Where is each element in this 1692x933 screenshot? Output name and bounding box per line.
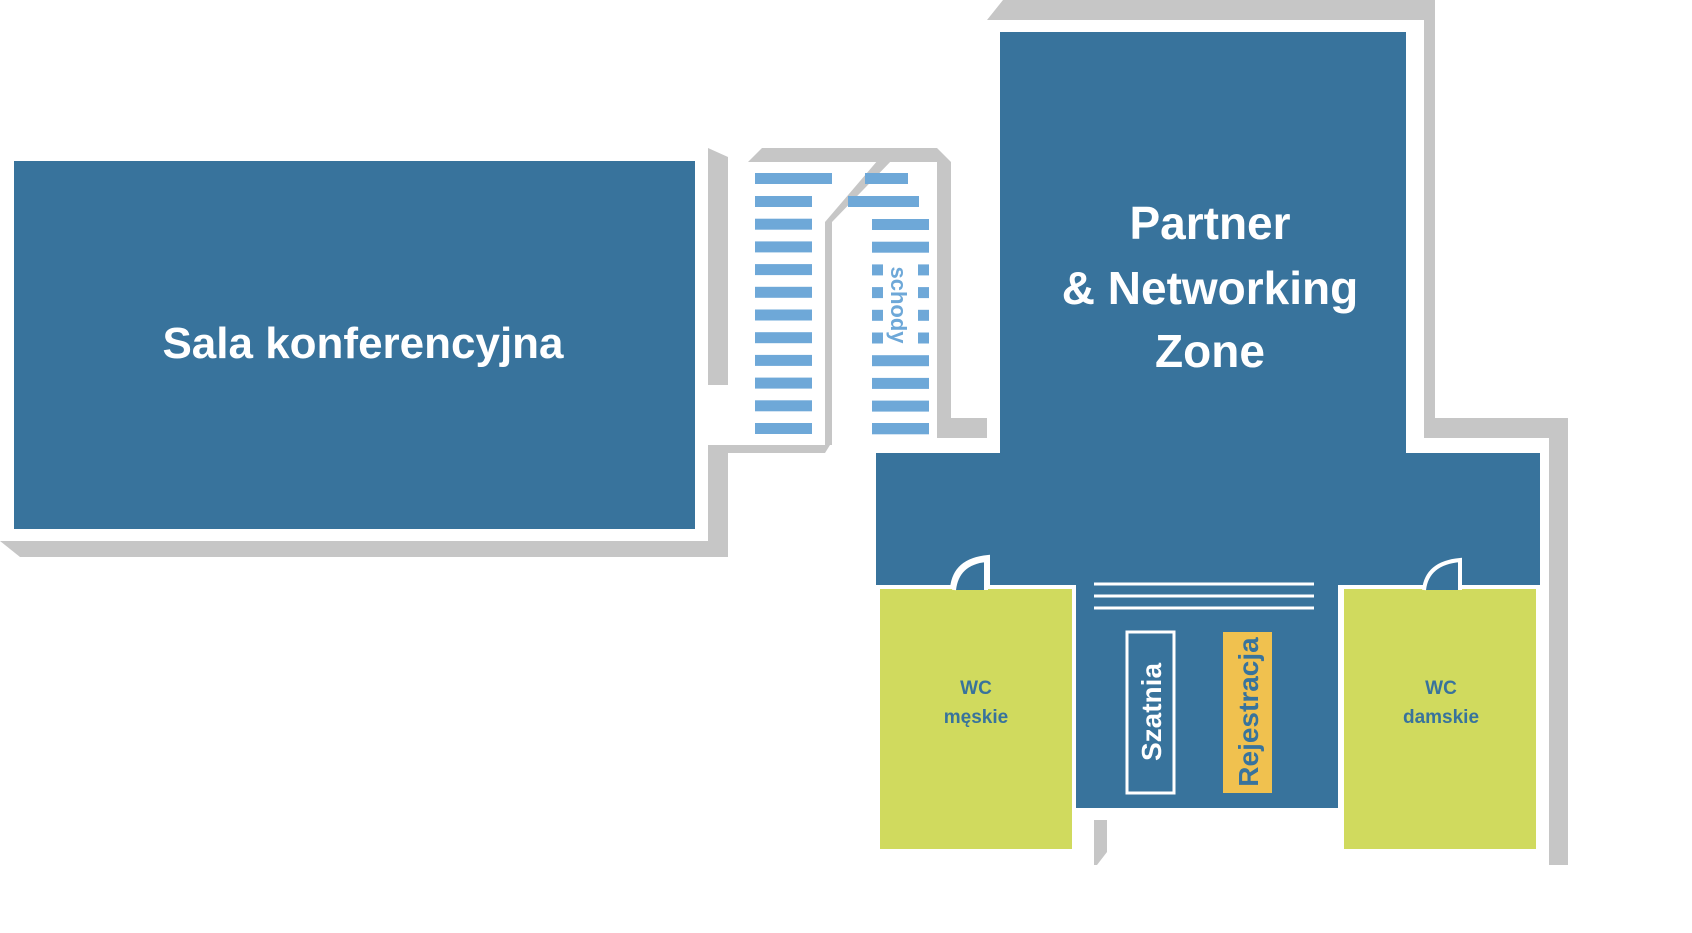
registration-label: Rejestracja [1233, 637, 1264, 787]
entrance-lines [1094, 582, 1314, 610]
wc-men-label-line2: męskie [944, 707, 1008, 728]
stair-tread [755, 309, 812, 321]
stair-tread [872, 332, 883, 344]
stair-tread [755, 423, 812, 434]
stair-tread [872, 264, 883, 276]
door-arc-wc-women [1422, 557, 1462, 591]
stair-tread [865, 173, 908, 184]
wc-women-label-line1: WC [1425, 678, 1457, 699]
partner-zone-label-line3: Zone [1155, 325, 1265, 377]
stair-tread [755, 354, 812, 366]
registration-desk[interactable] [1223, 632, 1272, 793]
stair-tread [755, 196, 812, 207]
stair-tread [872, 423, 929, 434]
stair-tread [755, 264, 812, 276]
stair-tread [872, 377, 929, 389]
partner-zone-label-line2: & Networking [1062, 262, 1358, 314]
stair-tread [872, 241, 929, 253]
wall-conference [0, 445, 830, 557]
room-partner-zone[interactable] [876, 32, 1540, 808]
wall-partner [987, 0, 1568, 865]
stair-tread [755, 241, 812, 253]
stair-tread [918, 309, 929, 321]
stair-tread [872, 309, 883, 321]
stairs-label: schody [886, 266, 911, 344]
walls [0, 0, 1568, 865]
stair-tread [872, 400, 929, 412]
stair-tread [872, 355, 929, 367]
stair-tread [755, 173, 832, 184]
stair-tread [755, 218, 812, 230]
stair-tread [918, 287, 929, 299]
partner-zone-label-line1: Partner [1129, 197, 1290, 249]
door-arc-wc-men [952, 557, 988, 591]
stair-tread [755, 286, 812, 298]
stair-tread [755, 400, 812, 412]
room-conference-label: Sala konferencyjna [162, 319, 564, 368]
stair-tread [848, 196, 919, 207]
room-wc-men[interactable] [876, 585, 1076, 853]
stair-tread [755, 332, 812, 344]
wall-pillar [708, 148, 728, 385]
wc-men-label-line1: WC [960, 678, 992, 699]
cloakroom[interactable] [1125, 630, 1176, 795]
wall-stairs-diagonal [825, 160, 892, 445]
stair-tread [918, 332, 929, 344]
stair-tread [872, 219, 929, 230]
stairs[interactable] [755, 173, 929, 435]
stair-tread [755, 377, 812, 389]
stair-tread [918, 264, 929, 276]
cloakroom-label: Szatnia [1136, 663, 1167, 761]
room-conference[interactable] [14, 161, 695, 529]
wall-stairs-top [748, 148, 987, 438]
stair-tread [872, 287, 883, 299]
wall-entrance [1094, 820, 1107, 865]
wc-women-label-line2: damskie [1403, 707, 1479, 728]
room-wc-women[interactable] [1340, 585, 1540, 853]
